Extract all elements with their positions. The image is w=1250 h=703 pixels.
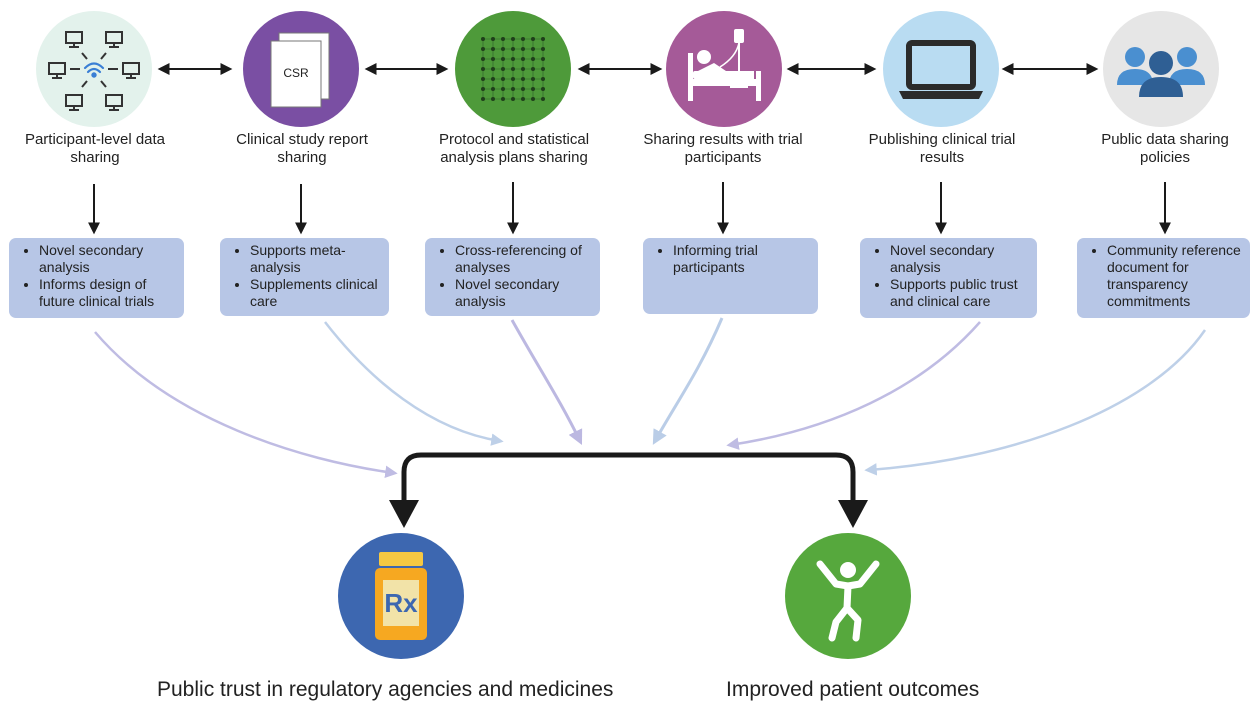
dot-grid-icon <box>481 37 545 101</box>
node-1-box: Novel secondary analysis Informs design … <box>9 238 184 318</box>
rx-pill-bottle-icon: Rx <box>375 552 427 640</box>
node-3-bullet-2: Novel secondary analysis <box>455 276 594 310</box>
node-4-bullet-1: Informing trial participants <box>673 242 812 276</box>
node-4-circle <box>666 11 782 127</box>
outcome-2-title: Improved patient outcomes <box>726 678 980 701</box>
converge-arrow-6 <box>864 329 1207 476</box>
node-2-bullet-1: Supports meta-analysis <box>250 242 383 276</box>
laptop-icon <box>899 40 983 99</box>
node-5-bullet-1: Novel secondary analysis <box>890 242 1031 276</box>
outcome-2-circle <box>785 533 911 659</box>
rx-label: Rx <box>384 588 418 618</box>
node-6-box: Community reference document for transpa… <box>1077 238 1250 318</box>
converge-arrow-3 <box>510 319 583 446</box>
node-6-title: Public data sharing policies <box>1101 131 1229 166</box>
node-5-circle <box>883 11 999 127</box>
converge-arrow-5 <box>726 321 981 450</box>
people-group-icon <box>1117 47 1205 97</box>
split-arrowhead-right <box>838 500 868 528</box>
outcome-1-circle: Rx <box>338 533 464 659</box>
node-5-bullet-2: Supports public trust and clinical care <box>890 276 1031 310</box>
celebrating-person-icon <box>816 560 880 642</box>
node-5-title: Publishing clinical trial results <box>868 131 1016 166</box>
node-3-box: Cross-referencing of analyses Novel seco… <box>425 238 600 316</box>
node-1-title: Participant-level data sharing <box>24 131 166 166</box>
node-2-bullet-2: Supplements clinical care <box>250 276 383 310</box>
split-arrow <box>401 452 856 518</box>
node-3-title: Protocol and statistical analysis plans … <box>438 131 590 166</box>
node-1-bullet-1: Novel secondary analysis <box>39 242 178 276</box>
node-1-circle <box>36 11 152 127</box>
node-2-box: Supports meta-analysis Supplements clini… <box>220 238 389 316</box>
csr-label: CSR <box>283 66 309 80</box>
converge-arrow-1 <box>94 331 398 478</box>
node-6-bullet-1: Community reference document for transpa… <box>1107 242 1248 310</box>
node-3-bullet-1: Cross-referencing of analyses <box>455 242 594 276</box>
node-4-box: Informing trial participants <box>643 238 818 314</box>
node-3-circle <box>455 11 571 127</box>
converge-arrow-4 <box>652 317 724 445</box>
document-stack-icon: CSR <box>270 32 330 108</box>
node-4-title: Sharing results with trial participants <box>643 131 803 166</box>
outcome-1-title: Public trust in regulatory agencies and … <box>157 678 614 701</box>
split-arrowhead-left <box>389 500 419 528</box>
node-2-circle: CSR <box>243 11 359 127</box>
node-1-bullet-2: Informs design of future clinical trials <box>39 276 178 310</box>
converge-arrow-2 <box>324 321 504 446</box>
hospital-bed-icon <box>688 29 761 101</box>
network-computers-icon <box>48 31 140 111</box>
node-6-circle <box>1103 11 1219 127</box>
node-2-title: Clinical study report sharing <box>236 131 368 166</box>
node-5-box: Novel secondary analysis Supports public… <box>860 238 1037 318</box>
